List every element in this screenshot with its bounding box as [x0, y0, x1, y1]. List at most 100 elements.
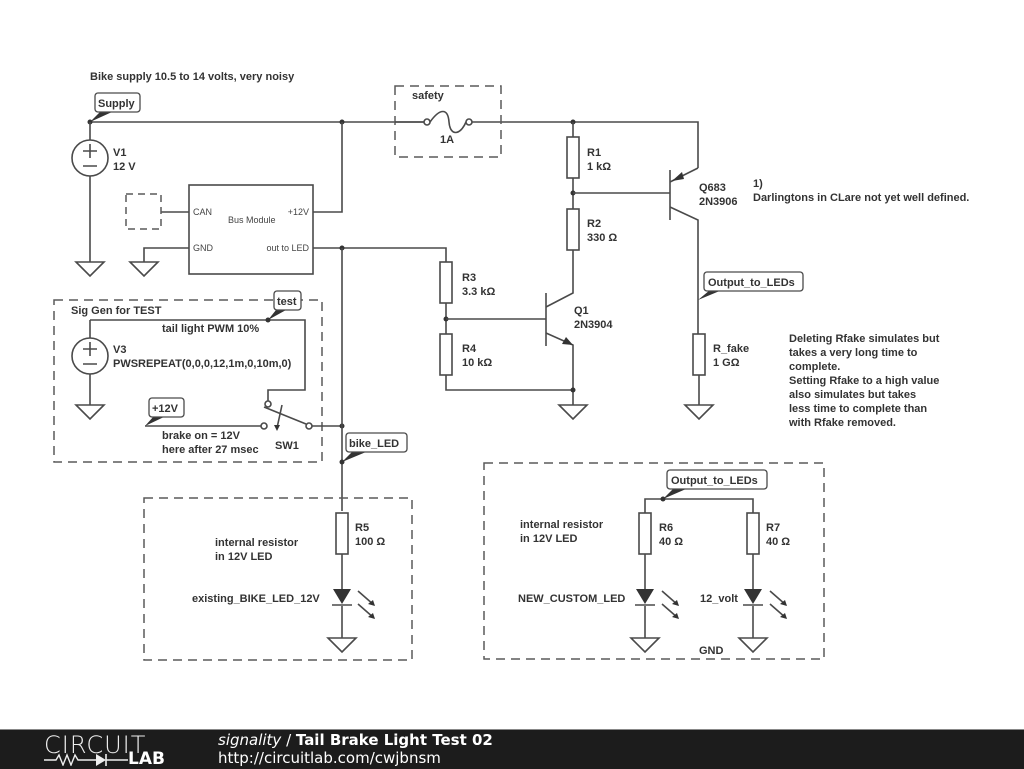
resistor-diode-logo-icon: [44, 753, 128, 766]
r4-value: 10 kΩ: [462, 357, 492, 369]
wire-output-to-leds: [644, 498, 754, 513]
resistor-r3[interactable]: [439, 261, 453, 334]
svg-text:with Rfake removed.: with Rfake removed.: [788, 417, 896, 429]
led-existing-name: existing_BIKE_LED_12V: [192, 593, 320, 605]
voltage-source-v3[interactable]: [71, 320, 109, 421]
ground-icon: [74, 404, 106, 421]
ground-icon: [629, 637, 661, 654]
net-label-output-to-leds-2[interactable]: Output_to_LEDs: [663, 469, 768, 499]
net-label-test[interactable]: test: [268, 290, 302, 320]
resistor-r6[interactable]: [638, 512, 652, 638]
internal-resistor-note: in 12V LED: [520, 533, 578, 545]
darlington-note: Darlingtons in CLare not yet well define…: [753, 192, 969, 204]
r3-name: R3: [462, 272, 476, 284]
svg-text:Deleting Rfake simulates but: Deleting Rfake simulates but: [789, 333, 940, 345]
pwm-note: tail light PWM 10%: [162, 323, 259, 335]
r1-name: R1: [587, 147, 601, 159]
q683-name: Q683: [699, 182, 726, 194]
bus-pin-gnd: GND: [193, 243, 214, 253]
svg-text:less time to complete than: less time to complete than: [789, 403, 927, 415]
group-safety-label: safety: [412, 90, 445, 102]
svg-text:Output_to_LEDs: Output_to_LEDs: [708, 277, 795, 289]
supply-note: Bike supply 10.5 to 14 volts, very noisy: [90, 71, 295, 83]
net-label-output-to-leds[interactable]: Output_to_LEDs: [698, 271, 804, 300]
svg-text:takes a very long time to: takes a very long time to: [789, 347, 918, 359]
group-new-led: [483, 462, 825, 660]
r6-value: 40 Ω: [659, 536, 683, 548]
bus-pin-can: CAN: [193, 207, 212, 217]
ground-icon: [128, 261, 160, 278]
brake-note-2: here after 27 msec: [162, 444, 259, 456]
schematic-canvas[interactable]: Bike supply 10.5 to 14 volts, very noisy…: [0, 0, 1024, 730]
led-new-name: NEW_CUSTOM_LED: [518, 593, 625, 605]
gnd-note: GND: [699, 645, 724, 657]
ground-icon: [74, 261, 106, 278]
footer-user[interactable]: signality: [218, 731, 282, 749]
r2-value: 330 Ω: [587, 232, 617, 244]
internal-resistor-note: in 12V LED: [215, 551, 273, 563]
group-sig-gen: [53, 299, 323, 463]
can-placeholder: [125, 193, 162, 230]
q1-name: Q1: [574, 305, 589, 317]
led-new-custom[interactable]: [629, 589, 679, 654]
darlington-number: 1): [753, 178, 763, 190]
r5-name: R5: [355, 522, 369, 534]
q1-value: 2N3904: [574, 319, 613, 331]
circuitlab-logo[interactable]: CIRCUIT: [44, 731, 147, 759]
ground-icon: [557, 404, 589, 421]
net-label-supply[interactable]: Supply: [90, 92, 141, 122]
rfake-note: Deleting Rfake simulates but takes a ver…: [788, 333, 940, 429]
r7-value: 40 Ω: [766, 536, 790, 548]
r-fake-value: 1 GΩ: [713, 357, 740, 369]
fuse-value: 1A: [440, 134, 454, 146]
ground-icon: [737, 637, 769, 654]
footer-title: signality / Tail Brake Light Test 02: [218, 731, 493, 749]
r3-value: 3.3 kΩ: [462, 286, 495, 298]
resistor-r1[interactable]: [566, 122, 580, 209]
footer-circuit-name: Tail Brake Light Test 02: [295, 731, 493, 749]
ground-icon: [683, 404, 715, 421]
circuitlab-logo-lab: LAB: [128, 749, 165, 769]
junction: [570, 387, 576, 393]
led-12-volt[interactable]: [737, 589, 787, 654]
footer-url[interactable]: http://circuitlab.com/cwjbnsm: [218, 749, 441, 767]
svg-text:complete.: complete.: [789, 361, 840, 373]
bus-module[interactable]: [128, 122, 447, 278]
r2-name: R2: [587, 218, 601, 230]
v3-value: PWSREPEAT(0,0,0,12,1m,0,10m,0): [113, 358, 292, 370]
internal-resistor-note: internal resistor: [215, 537, 299, 549]
v3-name: V3: [113, 344, 126, 356]
transistor-q1[interactable]: [545, 280, 589, 421]
r7-name: R7: [766, 522, 780, 534]
bus-pin-12v: +12V: [288, 207, 309, 217]
group-existing-led: [143, 497, 413, 661]
wire-pwm: [90, 319, 306, 401]
r6-name: R6: [659, 522, 673, 534]
wire-supply-rail: [90, 121, 699, 168]
svg-text:Output_to_LEDs: Output_to_LEDs: [671, 475, 758, 487]
internal-resistor-note: internal resistor: [520, 519, 604, 531]
r5-value: 100 Ω: [355, 536, 385, 548]
group-sig-gen-label: Sig Gen for TEST: [71, 305, 162, 317]
resistor-r5[interactable]: [335, 512, 349, 638]
resistor-r7[interactable]: [746, 512, 760, 638]
ground-icon: [326, 637, 358, 654]
r4-name: R4: [462, 343, 477, 355]
brake-note-1: brake on = 12V: [162, 430, 241, 442]
bus-module-title: Bus Module: [228, 215, 276, 225]
svg-text:Setting Rfake to a high value: Setting Rfake to a high value: [789, 375, 939, 387]
net-label-bike-led[interactable]: bike_LED: [342, 432, 408, 462]
net-label-plus12v[interactable]: +12V: [145, 397, 185, 426]
voltage-source-v1[interactable]: [71, 122, 109, 278]
transistor-q683[interactable]: [669, 167, 699, 350]
resistor-r2[interactable]: [566, 208, 580, 280]
r1-value: 1 kΩ: [587, 161, 611, 173]
led-existing-bike[interactable]: [326, 589, 375, 654]
fuse[interactable]: [395, 110, 473, 134]
switch-sw1[interactable]: [260, 400, 342, 431]
footer-separator: /: [281, 731, 296, 749]
resistor-r4[interactable]: [439, 333, 573, 391]
led-12volt-name: 12_volt: [700, 593, 738, 605]
resistor-r-fake[interactable]: [683, 333, 715, 421]
v1-name: V1: [113, 147, 126, 159]
